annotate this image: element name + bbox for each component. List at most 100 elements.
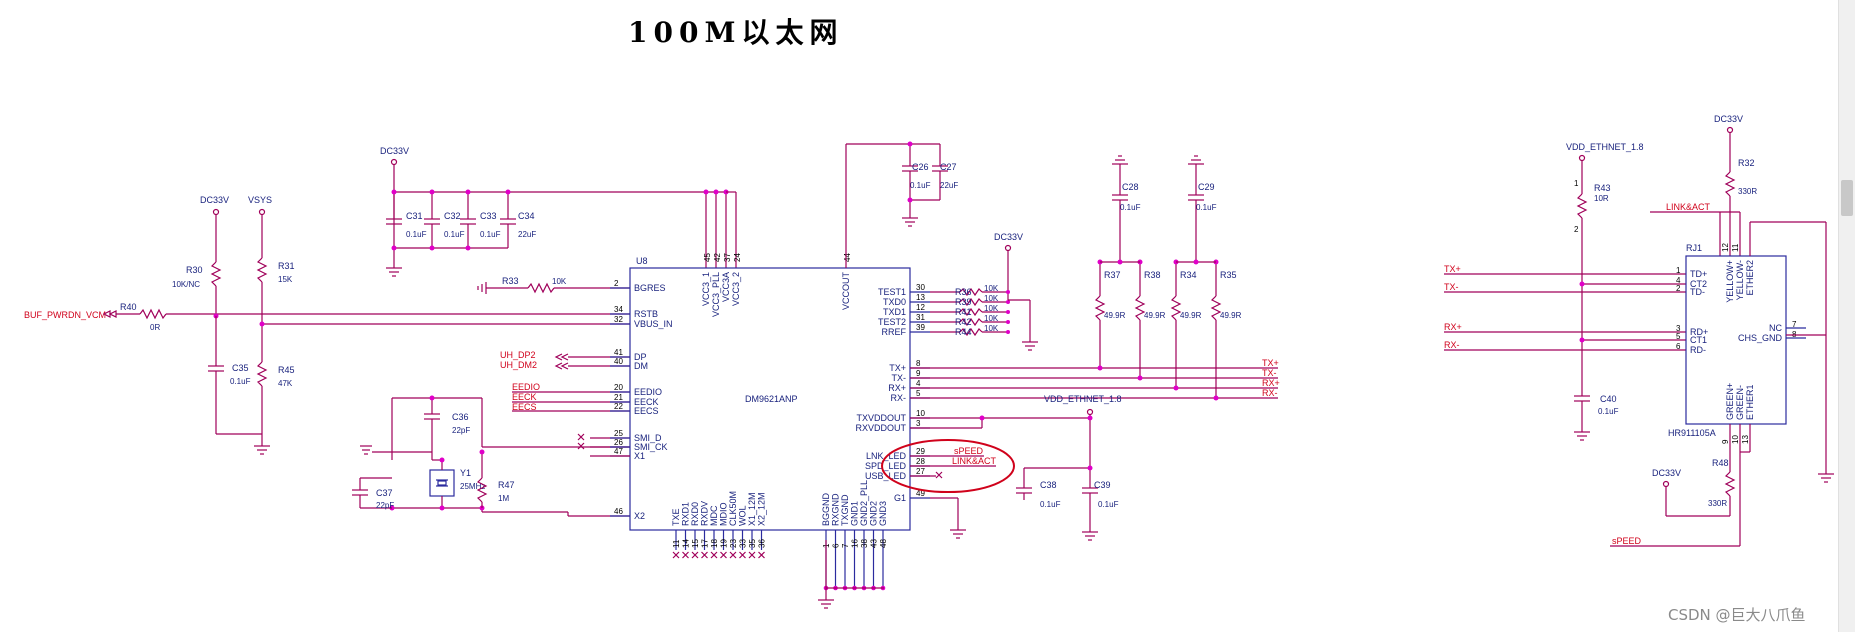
pin-name: X1_12M (747, 492, 757, 526)
pin-number: 3 (916, 419, 921, 428)
c26-value: 0.1uF (910, 181, 931, 190)
pin-number: 48 (879, 539, 888, 548)
r40-ref: R40 (120, 302, 137, 312)
r47-value: 1M (498, 494, 509, 503)
net-eecs: EECS (512, 402, 537, 412)
strap-resistor-ref: R39 (955, 297, 972, 307)
pin-number: 24 (733, 253, 742, 262)
pin-number: 43 (870, 539, 879, 548)
pin-number: 15 (691, 539, 700, 548)
rj45-ref: RJ1 (1686, 243, 1702, 253)
termination-value: 49.9R (1180, 311, 1202, 320)
strap-resistor-ref: R41 (955, 307, 972, 317)
c27-value: 22uF (940, 181, 958, 190)
c27-ref: C27 (940, 162, 957, 172)
rj-pin-number: 11 (1731, 243, 1740, 252)
svg-text:0.1uF: 0.1uF (406, 230, 427, 239)
rj-pin-name: CT1 (1690, 335, 1707, 345)
c39-ref: C39 (1094, 480, 1111, 490)
pin-number: 26 (614, 438, 623, 447)
power-dc33v-top: DC33V (380, 146, 409, 166)
svg-text:1: 1 (1574, 179, 1579, 188)
pin-name: RXGND (831, 493, 841, 526)
svg-text:VDD_ETHNET_1.8: VDD_ETHNET_1.8 (1566, 142, 1644, 152)
chip-right-pins: 30TEST113TXD012TXD131TEST239RREF8TX+9TX-… (855, 283, 966, 539)
pin-name: X2_12M (757, 492, 767, 526)
net-rx-minus-rj: RX- (1444, 340, 1460, 350)
net-uh-dm2: UH_DM2 (500, 360, 537, 370)
net-link-act: LINK&ACT (952, 456, 997, 466)
pin-number: 7 (841, 543, 850, 548)
strap-resistor-ref: R36 (955, 287, 972, 297)
power-dc33v-rj: DC33V (1714, 114, 1743, 134)
pin-name: GND3 (878, 501, 888, 526)
c36-value: 22pF (452, 426, 470, 435)
pin-number: 32 (614, 315, 623, 324)
c38-value: 0.1uF (1040, 500, 1061, 509)
pin-number: 27 (916, 467, 925, 476)
pin-name: DM (634, 361, 648, 371)
strap-resistor-ref: R44 (955, 327, 972, 337)
pin-number: 31 (916, 313, 925, 322)
c35-ref: C35 (232, 363, 249, 373)
rj-pin-name: CT2 (1690, 279, 1707, 289)
c40-value: 0.1uF (1598, 407, 1619, 416)
rj-pin-name: NC (1769, 323, 1782, 333)
pin-number: 10 (916, 409, 925, 418)
rj-pin-name: YELLOW- (1735, 260, 1745, 300)
pin-number: 46 (614, 507, 623, 516)
pin-name: TEST2 (878, 317, 906, 327)
rj-pin-number: 13 (1741, 435, 1750, 444)
vertical-scrollbar[interactable] (1838, 0, 1855, 632)
net-link-act-rj: LINK&ACT (1666, 202, 1711, 212)
strap-resistor-value: 10K (984, 304, 999, 313)
pin-number: 30 (916, 283, 925, 292)
y1-ref: Y1 (460, 468, 471, 478)
net-rx-minus: RX- (1262, 388, 1278, 398)
ground-symbol (477, 282, 487, 294)
power-dc33v-strap: DC33V (994, 232, 1023, 252)
pin-name: RX- (891, 393, 907, 403)
pin-name: VCC3A (721, 272, 731, 302)
c34: C34 22uF (500, 192, 536, 248)
pin-name: GND2 (869, 501, 879, 526)
pin-name: BGRES (634, 283, 666, 293)
c35-value: 0.1uF (230, 377, 251, 386)
pin-number: 34 (614, 305, 623, 314)
scroll-thumb[interactable] (1841, 180, 1853, 216)
pin-number: 8 (916, 359, 921, 368)
pin-number: 29 (916, 447, 925, 456)
net-tx-minus: TX- (1262, 368, 1277, 378)
r48-value: 330R (1708, 499, 1727, 508)
pin-name: SPD_LED (865, 461, 907, 471)
highlight-ellipse (881, 439, 1015, 493)
pin-name: VCC3_PLL (711, 272, 721, 317)
pin-name: VCC3_2 (731, 272, 741, 306)
cap-ref: C28 (1122, 182, 1139, 192)
pin-name: RSTB (634, 309, 658, 319)
pin-name: RXD1 (681, 502, 691, 526)
r33-ref: R33 (502, 276, 519, 286)
c39-value: 0.1uF (1098, 500, 1119, 509)
termination-resistors: R3749.9RR3849.9RR3449.9RR3549.9RC280.1uF… (1094, 155, 1242, 401)
power-vdd-ethnet: VDD_ETHNET_1.8 (1044, 394, 1122, 404)
net-rx-plus: RX+ (1262, 378, 1280, 388)
pin-name: VCCOUT (841, 271, 851, 310)
net-rx-plus-rj: RX+ (1444, 322, 1462, 332)
strap-resistor-value: 10K (984, 284, 999, 293)
pin-name: TXVDDOUT (857, 413, 907, 423)
pin-name: RREF (882, 327, 907, 337)
chip-top-pins: 45VCC3_142VCC3_PLL37VCC3A24VCC3_244VCCOU… (701, 253, 852, 317)
pin-number: 23 (729, 539, 738, 548)
r40-value: 0R (150, 323, 160, 332)
c36-ref: C36 (452, 412, 469, 422)
pin-name: SMI_D (634, 433, 662, 443)
svg-text:2: 2 (1574, 225, 1579, 234)
svg-text:DC33V: DC33V (994, 232, 1023, 242)
cap-ref: C29 (1198, 182, 1215, 192)
net-speed: sPEED (954, 446, 984, 456)
pin-name: TEST1 (878, 287, 906, 297)
pin-name: RXVDDOUT (855, 423, 906, 433)
